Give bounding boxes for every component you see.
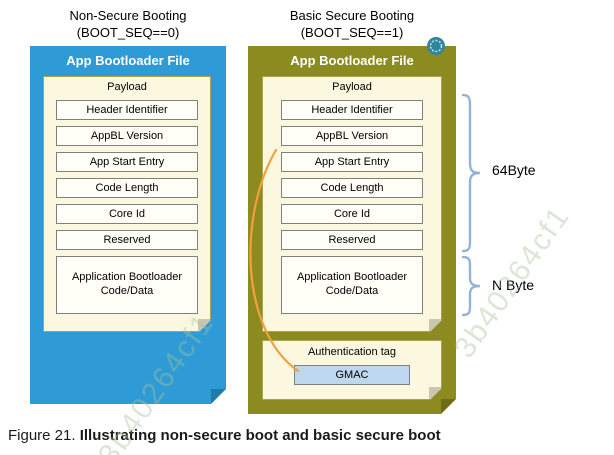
- seal-inner-ring: [429, 39, 443, 53]
- bracket-64byte-svg: [461, 93, 481, 253]
- seal-icon-svg: [427, 37, 445, 55]
- right-payload-label: Payload: [332, 81, 372, 93]
- bracket-64byte-path: [461, 93, 481, 253]
- left-code-data-block: Application Bootloader Code/Data: [56, 256, 198, 314]
- right-title: Basic Secure Booting (BOOT_SEQ==1): [248, 8, 456, 42]
- authentication-tag-box: Authentication tag GMAC: [262, 340, 442, 400]
- bracket-nbyte-path: [461, 255, 481, 317]
- left-field-header-identifier: Header Identifier: [56, 100, 198, 120]
- right-field-code-length: Code Length: [281, 178, 423, 198]
- left-field-app-start-entry: App Start Entry: [56, 152, 198, 172]
- figure-caption-prefix: Figure 21.: [8, 427, 76, 444]
- left-field-appbl-version: AppBL Version: [56, 126, 198, 146]
- left-title-line2: (BOOT_SEQ==0): [76, 24, 180, 40]
- bracket-nbyte: [461, 255, 483, 323]
- bracket-64byte: [461, 93, 483, 259]
- right-payload-box: Payload Header Identifier AppBL Version …: [262, 76, 442, 332]
- left-title-line1: Non-Secure Booting: [69, 8, 187, 23]
- right-file-header: App Bootloader File: [290, 53, 414, 68]
- left-field-code-length: Code Length: [56, 178, 198, 198]
- left-payload-label: Payload: [107, 81, 147, 93]
- left-field-reserved: Reserved: [56, 230, 198, 250]
- left-payload-box: Payload Header Identifier AppBL Version …: [43, 76, 211, 332]
- right-title-line2: (BOOT_SEQ==1): [300, 24, 404, 40]
- right-field-app-start-entry: App Start Entry: [281, 152, 423, 172]
- left-field-core-id: Core Id: [56, 204, 198, 224]
- seal-circle: [427, 37, 445, 55]
- seal-icon: [425, 35, 447, 57]
- non-secure-bootloader-file: App Bootloader File Payload Header Ident…: [30, 46, 226, 404]
- right-field-core-id: Core Id: [281, 204, 423, 224]
- size-label-nbyte: N Byte: [492, 277, 535, 293]
- figure-caption: Figure 21. Illustrating non-secure boot …: [8, 427, 441, 444]
- right-code-data-block: Application Bootloader Code/Data: [281, 256, 423, 314]
- left-title: Non-Secure Booting (BOOT_SEQ==0): [30, 8, 226, 42]
- secure-bootloader-file: App Bootloader File Payload Header Ident…: [248, 46, 456, 414]
- gmac-box: GMAC: [294, 365, 410, 385]
- authentication-tag-label: Authentication tag: [307, 346, 397, 358]
- right-field-reserved: Reserved: [281, 230, 423, 250]
- right-title-line1: Basic Secure Booting: [289, 8, 415, 23]
- right-field-appbl-version: AppBL Version: [281, 126, 423, 146]
- left-file-header: App Bootloader File: [66, 53, 190, 68]
- figure-caption-title: Illustrating non-secure boot and basic s…: [79, 427, 441, 444]
- bracket-nbyte-svg: [461, 255, 481, 317]
- size-label-64byte: 64Byte: [492, 162, 536, 178]
- right-field-header-identifier: Header Identifier: [281, 100, 423, 120]
